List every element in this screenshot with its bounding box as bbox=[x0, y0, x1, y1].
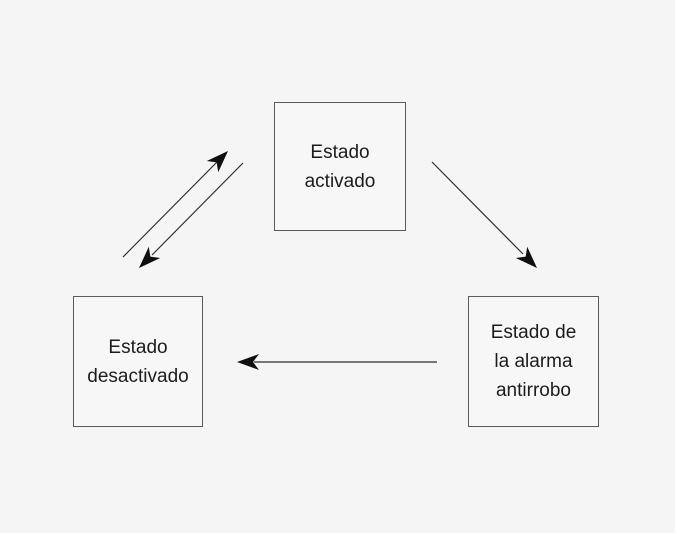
edge-arrowhead bbox=[139, 246, 161, 268]
edge-arrowhead bbox=[206, 151, 228, 173]
node-estado-desactivado: Estado desactivado bbox=[73, 296, 203, 427]
edge-activado-to-desactivado bbox=[139, 162, 244, 268]
edge-arrowhead bbox=[237, 354, 259, 370]
edge-desactivado-to-activado bbox=[122, 151, 228, 258]
node-estado-alarma-antirrobo: Estado de la alarma antirrobo bbox=[468, 296, 599, 427]
edge-line bbox=[122, 160, 219, 258]
edge-activado-to-alarma bbox=[431, 161, 537, 268]
edge-line bbox=[151, 162, 244, 256]
edge-line bbox=[431, 161, 524, 255]
node-estado-activado: Estado activado bbox=[274, 102, 406, 231]
edge-arrowhead bbox=[515, 246, 537, 268]
edge-alarma-to-desactivado bbox=[237, 354, 437, 370]
